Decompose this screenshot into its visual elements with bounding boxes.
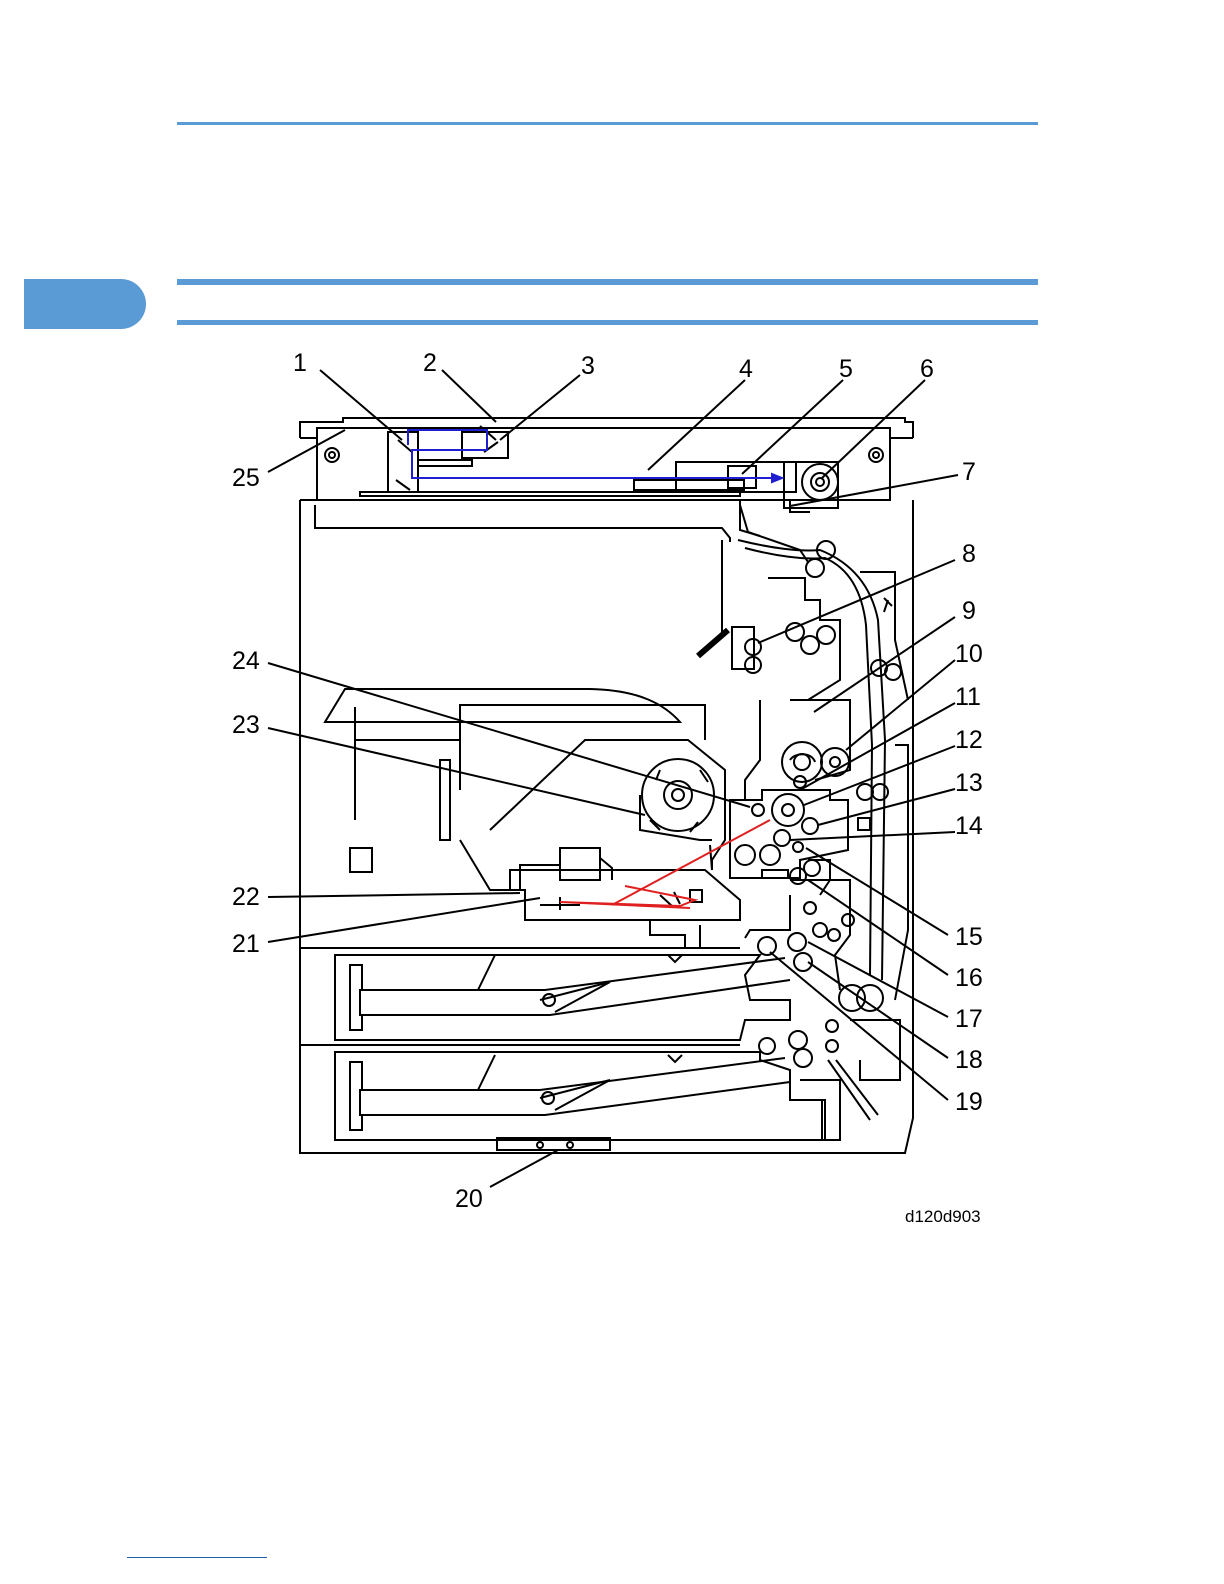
callout-15: 15 bbox=[955, 923, 983, 951]
callout-22: 22 bbox=[232, 883, 260, 911]
callout-16: 16 bbox=[955, 964, 983, 992]
callout-17: 17 bbox=[955, 1005, 983, 1033]
figure-code: d120d903 bbox=[905, 1207, 981, 1226]
callout-7: 7 bbox=[962, 458, 976, 486]
callout-12: 12 bbox=[955, 726, 983, 754]
callout-4: 4 bbox=[739, 355, 753, 383]
callout-5: 5 bbox=[839, 355, 853, 383]
footer-rule bbox=[127, 1557, 267, 1558]
callout-labels: 1 2 3 4 5 6 7 8 9 10 11 12 13 14 15 16 1… bbox=[232, 349, 983, 1226]
callout-6: 6 bbox=[920, 355, 934, 383]
callout-20: 20 bbox=[455, 1185, 483, 1213]
paper-tray-2 bbox=[300, 1045, 825, 1140]
callout-14: 14 bbox=[955, 812, 983, 840]
laser-unit bbox=[510, 870, 740, 948]
callout-2: 2 bbox=[423, 349, 437, 377]
callout-10: 10 bbox=[955, 640, 983, 668]
callout-9: 9 bbox=[962, 597, 976, 625]
callout-1: 1 bbox=[293, 349, 307, 377]
paper-tray-1 bbox=[300, 948, 790, 1040]
main-body-outline bbox=[300, 500, 913, 1153]
callout-21: 21 bbox=[232, 930, 260, 958]
callout-8: 8 bbox=[962, 540, 976, 568]
callout-24: 24 bbox=[232, 647, 260, 675]
callout-19: 19 bbox=[955, 1088, 983, 1116]
callout-18: 18 bbox=[955, 1046, 983, 1074]
callout-23: 23 bbox=[232, 711, 260, 739]
callout-13: 13 bbox=[955, 769, 983, 797]
callout-25: 25 bbox=[232, 464, 260, 492]
callout-3: 3 bbox=[581, 352, 595, 380]
callout-11: 11 bbox=[955, 683, 981, 711]
scanner-light-path bbox=[408, 430, 782, 482]
